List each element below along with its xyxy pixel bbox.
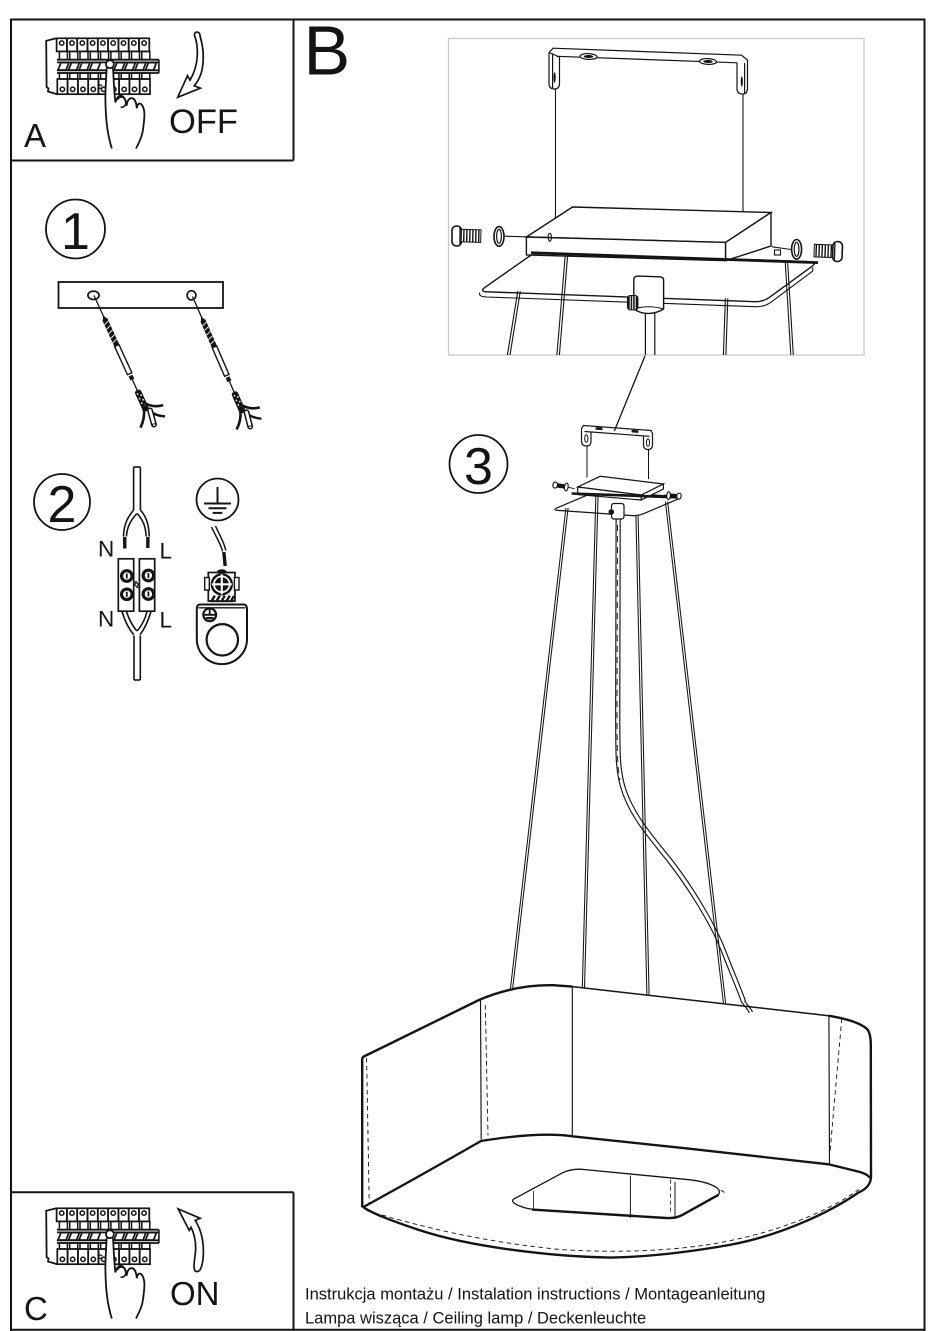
svg-text:1: 1 (61, 203, 90, 261)
svg-text:L: L (160, 539, 173, 564)
svg-text:B: B (304, 12, 351, 90)
svg-text:OFF: OFF (169, 103, 238, 141)
svg-text:N: N (98, 537, 114, 562)
svg-text:Instrukcja montażu / Instalati: Instrukcja montażu / Instalation instruc… (305, 1286, 765, 1304)
svg-text:3: 3 (464, 438, 493, 496)
svg-text:N: N (98, 607, 114, 632)
svg-text:Lampa wisząca / Ceiling lamp /: Lampa wisząca / Ceiling lamp / Deckenleu… (305, 1310, 646, 1328)
svg-text:ON: ON (170, 1275, 220, 1312)
svg-text:C: C (24, 1290, 48, 1327)
svg-text:L: L (160, 608, 173, 633)
svg-text:2: 2 (48, 476, 77, 534)
svg-text:A: A (24, 117, 46, 154)
